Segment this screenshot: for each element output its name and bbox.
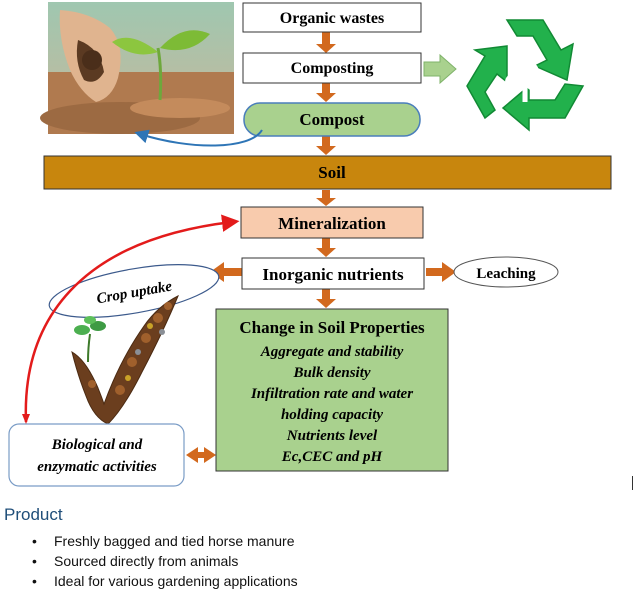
soil-property-item: Infiltration rate and water	[250, 386, 413, 402]
compost-node: Compost	[243, 102, 421, 137]
list-item: Freshly bagged and tied horse manure	[32, 531, 634, 551]
feedback-arrow	[24, 214, 240, 423]
soil-properties-title: Change in Soil Properties	[239, 318, 425, 337]
soil-label: Soil	[318, 163, 346, 182]
soil-property-item: Ec,CEC and pH	[281, 449, 384, 465]
organic-wastes-label: Organic wastes	[280, 10, 384, 27]
soil-properties-node: Change in Soil Properties Aggregate and …	[215, 308, 449, 472]
biological-label-line2: enzymatic activities	[37, 459, 157, 475]
soil-property-item: holding capacity	[281, 407, 383, 423]
composting-node: Composting	[242, 52, 422, 84]
compost-to-plant-arrow	[134, 129, 263, 147]
biological-activities-node: Biological and enzymatic activities	[8, 423, 185, 487]
composting-label: Composting	[291, 60, 374, 77]
organic-wastes-node: Organic wastes	[242, 2, 422, 33]
product-heading: Product	[4, 505, 63, 524]
feedback-arrow-tail	[22, 414, 30, 424]
inorganic-nutrients-label: Inorganic nutrients	[262, 265, 404, 284]
soil-property-item: Aggregate and stability	[260, 344, 404, 360]
soil-seedling-photo	[40, 2, 234, 134]
soil-bar: Soil	[43, 155, 612, 190]
leaching-node: Leaching	[453, 256, 559, 288]
mineralization-label: Mineralization	[278, 214, 386, 233]
biological-label-line1: Biological and	[51, 437, 143, 453]
product-bullet-list: Freshly bagged and tied horse manure Sou…	[4, 531, 634, 591]
plant-checkmark-illustration	[71, 294, 179, 425]
compost-label: Compost	[299, 110, 365, 129]
soil-property-item: Bulk density	[292, 365, 370, 381]
leaching-label: Leaching	[476, 266, 536, 282]
mineralization-node: Mineralization	[240, 206, 424, 239]
inorganic-nutrients-node: Inorganic nutrients	[241, 257, 425, 290]
crop-uptake-node: Crop uptake	[48, 264, 220, 318]
recycle-arrow	[423, 53, 457, 85]
list-item: Sourced directly from animals	[32, 551, 634, 571]
soil-property-item: Nutrients level	[286, 428, 378, 444]
list-item: Ideal for various gardening applications	[32, 571, 634, 591]
recycle-icon	[466, 19, 585, 132]
flow-arrows	[186, 32, 456, 463]
text-cursor-mark	[632, 476, 633, 490]
product-section: Product Freshly bagged and tied horse ma…	[4, 505, 634, 591]
